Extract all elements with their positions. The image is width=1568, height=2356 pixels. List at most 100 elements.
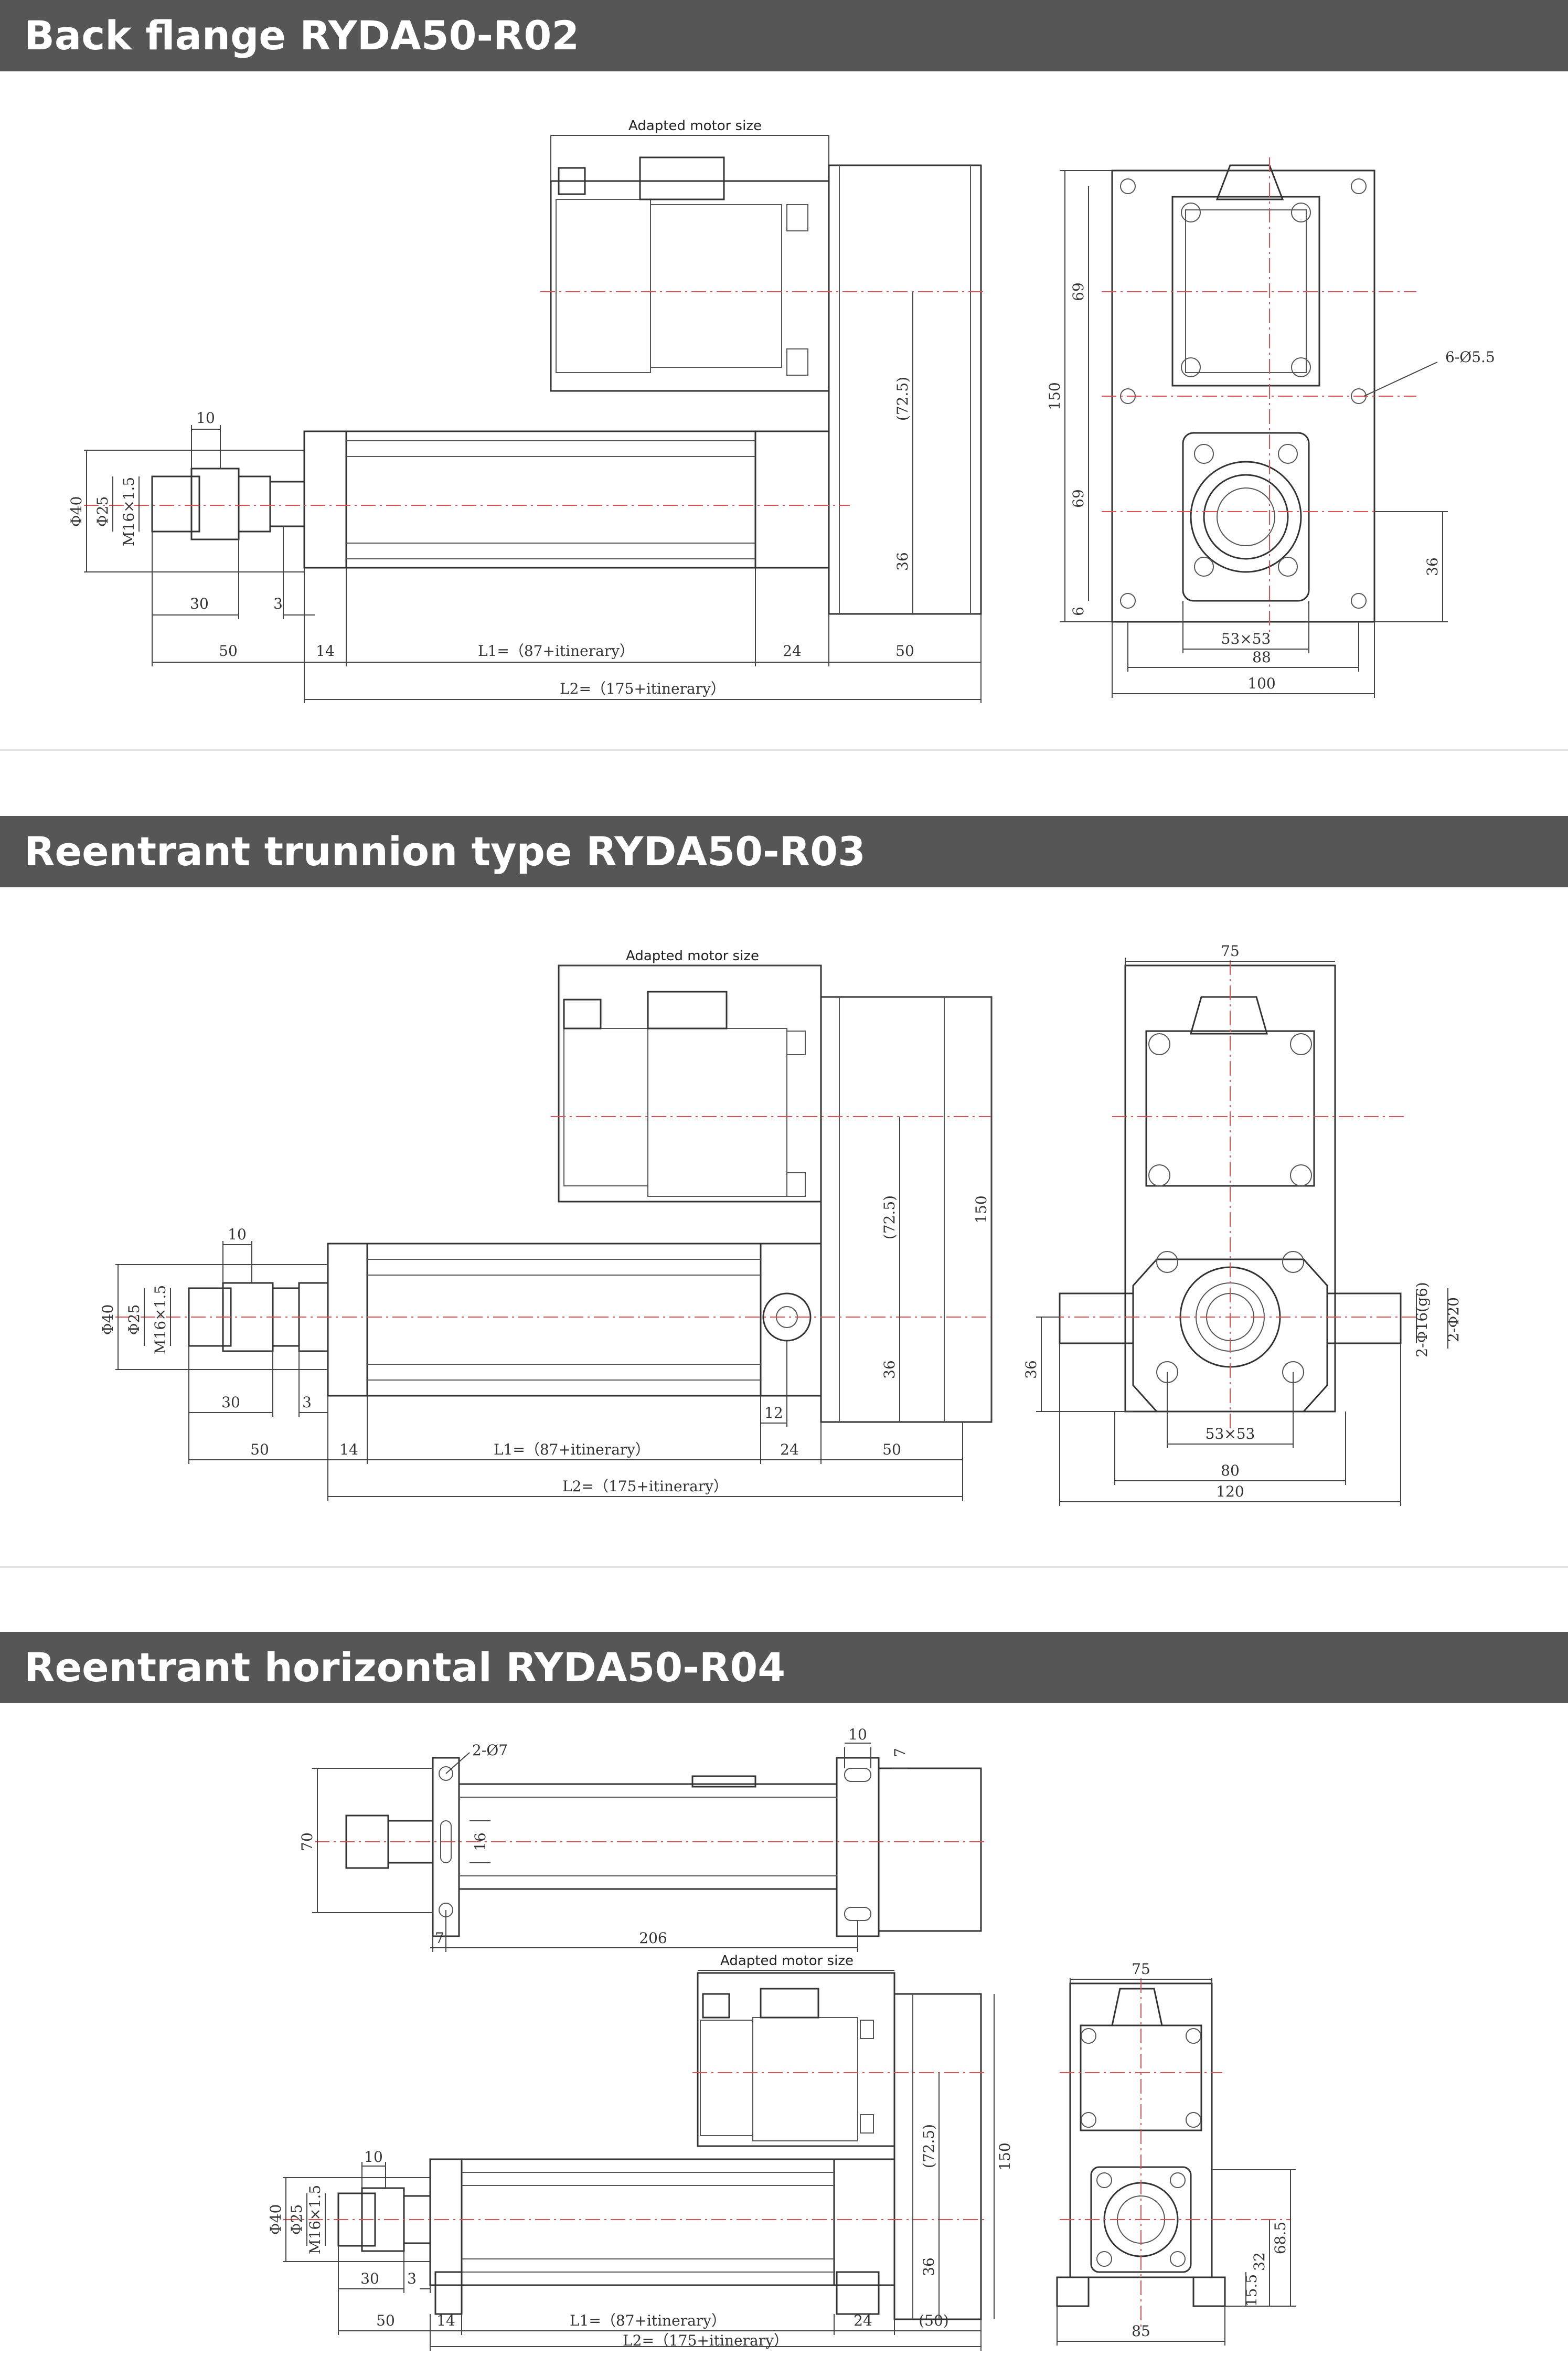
motor-side-view [697,1972,895,2147]
motor-size-label: Adapted motor size [626,948,759,964]
dim-30: 30 [360,2270,379,2287]
section-divider-1 [0,749,1568,751]
dim-150: 150 [996,2142,1014,2170]
motor-side-view [558,964,822,1203]
dim-l2: L2=（175+itinerary） [560,680,726,697]
dim-50-right: 50 [895,642,914,660]
dim-diameter-40: Φ40 [68,496,85,527]
dim-36-right: 36 [1424,557,1441,576]
dim-10: 10 [196,409,215,427]
dim-24: 24 [783,642,802,660]
dim-14: 14 [316,642,335,660]
dim-100: 100 [1247,675,1275,692]
dim-thread-m16: M16×1.5 [120,477,137,546]
section-banner-2: Reentrant trunnion type RYDA50-R03 [0,816,1568,887]
section-banner-3: Reentrant horizontal RYDA50-R04 [0,1632,1568,1703]
front-view [1111,164,1375,623]
section-banner-1: Back flange RYDA50-R02 [0,0,1568,71]
cylinder-body [429,2158,895,2315]
dim-36: 36 [920,2257,937,2276]
top-view [345,1757,982,1937]
dim-top-10: 10 [848,1726,867,1743]
dim-l1: L1=（87+itinerary） [478,642,634,660]
dim-69-upper: 69 [1070,282,1087,301]
section-title-2: Reentrant trunnion type RYDA50-R03 [24,828,866,875]
drawing-trunnion: Adapted motor size Φ40 Φ25 M16×1.5 10 30… [99,942,1462,1506]
dim-30: 30 [221,1394,240,1411]
dim-80: 80 [1221,1462,1240,1479]
dim-206: 206 [639,1929,667,1947]
dim-53x53: 53×53 [1221,630,1271,648]
dim-72-5: (72.5) [920,2124,937,2168]
dim-69-lower: 69 [1070,489,1087,508]
dim-68-5: 68.5 [1272,2222,1289,2254]
dim-diameter-25: Φ25 [94,496,111,527]
motor-size-label: Adapted motor size [628,118,762,134]
section-title-3: Reentrant horizontal RYDA50-R04 [24,1644,786,1691]
motor-size-label: Adapted motor size [720,1953,854,1969]
dim-150: 150 [1046,382,1063,410]
dim-10: 10 [228,1226,247,1243]
dim-50-right: 50 [882,1441,901,1458]
dim-thread-m16: M16×1.5 [306,2185,324,2254]
dim-pin-16: 2-Φ16(g6) [1413,1282,1431,1357]
dim-3: 3 [302,1394,312,1411]
dim-top-7b: 7 [435,1929,444,1947]
drawing-back-flange: Adapted motor size Φ40 Φ25 M16×1.5 10 3 [68,118,1495,703]
dim-88: 88 [1252,649,1271,666]
drawing-horizontal: 2-Ø7 10 7 70 16 7 206 Adapted motor size [267,1726,1296,2351]
section-divider-2 [0,1566,1568,1568]
dim-l1: L1=（87+itinerary） [494,1441,650,1458]
dim-2-holes-7: 2-Ø7 [472,1742,508,1759]
dim-diameter-25: Φ25 [288,2204,305,2235]
dim-85: 85 [1132,2322,1150,2340]
dim-36-left: 36 [1022,1360,1040,1379]
dim-6: 6 [1070,607,1087,616]
dim-24: 24 [780,1441,799,1458]
dim-70: 70 [298,1832,316,1851]
dim-16: 16 [472,1832,489,1851]
dim-72-5: (72.5) [894,377,911,421]
dim-l2: L2=（175+itinerary） [623,2332,788,2349]
dim-75: 75 [1132,1960,1150,1978]
dim-120: 120 [1216,1483,1244,1500]
dim-150: 150 [973,1195,990,1223]
dim-50-left: 50 [219,642,238,660]
dim-30: 30 [190,595,209,612]
dim-pin-20: 2-Φ20 [1445,1297,1462,1342]
dim-12: 12 [764,1404,783,1421]
motor-side-view [550,156,830,392]
dim-6-holes: 6-Ø5.5 [1445,348,1495,366]
dim-diameter-25: Φ25 [125,1304,143,1335]
dim-36: 36 [881,1360,898,1379]
reducer-housing [893,1993,982,2320]
dim-l1: L1=（87+itinerary） [570,2312,726,2329]
dim-l2: L2=（175+itinerary） [562,1478,728,1495]
dim-top-7a: 7 [891,1748,909,1757]
dim-50-right: (50) [919,2312,948,2329]
reducer-housing [820,996,993,1423]
dim-14: 14 [436,2312,455,2329]
cylinder-body [327,1243,822,1397]
rod-end [188,1282,329,1352]
section-title-1: Back flange RYDA50-R02 [24,12,580,59]
rod-end [151,468,305,540]
dim-3: 3 [273,595,283,612]
dim-14: 14 [339,1441,358,1458]
dim-thread-m16: M16×1.5 [152,1285,169,1354]
dim-32: 32 [1251,2252,1268,2271]
dim-50-left: 50 [376,2312,395,2329]
dim-15-5: 15.5 [1243,2274,1260,2307]
dim-diameter-40: Φ40 [267,2204,284,2235]
dim-24: 24 [854,2312,872,2329]
dim-75: 75 [1221,942,1240,960]
dim-36: 36 [894,552,911,571]
dim-3: 3 [407,2270,417,2287]
dim-diameter-40: Φ40 [99,1304,116,1335]
dim-53x53: 53×53 [1206,1425,1255,1442]
reducer-housing [828,164,982,615]
dim-10: 10 [364,2148,383,2166]
cylinder-body [303,430,830,569]
dim-50-left: 50 [250,1441,269,1458]
dim-72-5: (72.5) [881,1195,898,1239]
